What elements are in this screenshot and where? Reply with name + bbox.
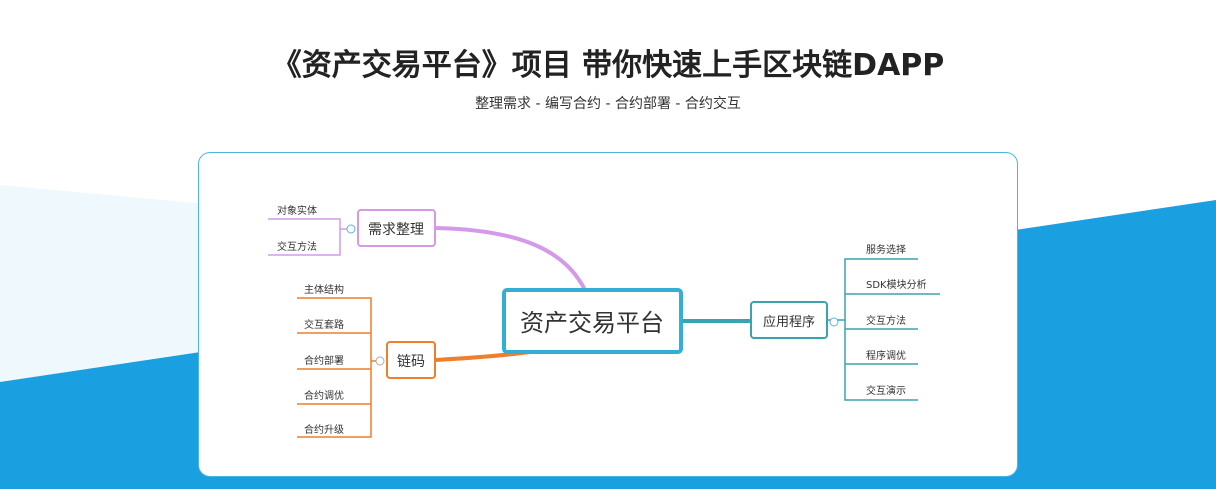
branch-node-chaincode[interactable] xyxy=(386,341,436,379)
page-subtitle: 整理需求 - 编写合约 - 合约部署 - 合约交互 xyxy=(475,96,741,112)
root-node-label: 资产交易平台 xyxy=(520,309,664,337)
page-title: 《资产交易平台》项目 带你快速上手区块链DAPP xyxy=(271,48,945,83)
branch-node-application[interactable] xyxy=(750,301,828,339)
leaf-label: 合约部署 xyxy=(304,354,344,367)
leaf-label: 交互套路 xyxy=(304,318,344,331)
leaf-label: 主体结构 xyxy=(304,283,344,296)
root-node[interactable] xyxy=(502,288,683,354)
branch-label: 需求整理 xyxy=(368,222,424,238)
leaf-label: 对象实体 xyxy=(277,204,317,217)
leaf-label: 交互演示 xyxy=(866,384,906,397)
leaf-label: 交互方法 xyxy=(866,314,906,327)
collapse-icon[interactable] xyxy=(346,224,356,234)
branch-label: 应用程序 xyxy=(763,314,815,330)
leaf-label: 合约调优 xyxy=(304,389,344,402)
collapse-icon[interactable] xyxy=(375,356,385,366)
branch-label: 链码 xyxy=(397,354,425,370)
leaf-label: 合约升级 xyxy=(304,423,344,436)
collapse-icon[interactable] xyxy=(829,317,839,327)
branch-node-requirements[interactable] xyxy=(357,209,436,247)
leaf-label: 服务选择 xyxy=(866,243,906,256)
leaf-label: 交互方法 xyxy=(277,240,317,253)
leaf-label: SDK模块分析 xyxy=(866,278,927,291)
leaf-label: 程序调优 xyxy=(866,349,906,362)
